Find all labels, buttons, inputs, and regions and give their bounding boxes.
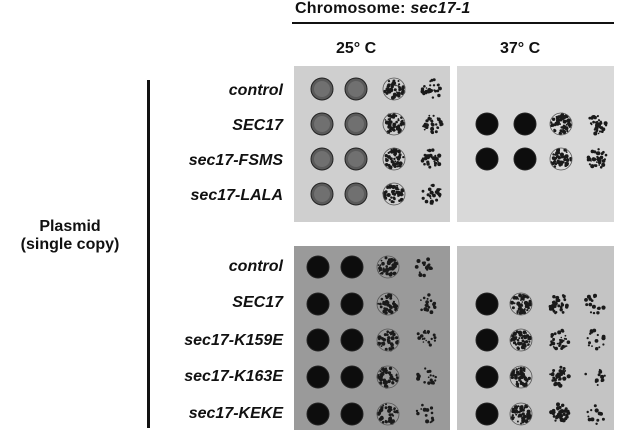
plate-group1-25c: [294, 66, 450, 222]
plasmid-label-line2: (single copy): [20, 236, 120, 253]
yeast-spot-colonies: [549, 365, 571, 388]
yeast-spot-colonies: [416, 367, 437, 385]
yeast-spot-colonies: [509, 328, 533, 352]
yeast-spot-colonies: [422, 114, 444, 135]
yeast-spot-colonies: [376, 292, 400, 316]
yeast-spot: [340, 402, 364, 426]
yeast-spot: [475, 147, 499, 171]
yeast-spot: [340, 365, 364, 389]
plate-group2-37c: [457, 246, 614, 430]
yeast-spot-colonies: [548, 294, 569, 315]
yeast-spot-colonies: [382, 182, 406, 206]
yeast-spot-center: [348, 151, 364, 167]
yeast-spot-center: [348, 81, 364, 97]
yeast-spot-colonies: [376, 365, 400, 389]
yeast-spot-center: [314, 151, 330, 167]
yeast-spot: [340, 255, 364, 279]
plate-group1-37c: [457, 66, 614, 222]
chromosome-rule: [292, 22, 614, 24]
yeast-spot: [306, 328, 330, 352]
yeast-spot-colonies: [420, 148, 442, 169]
temperature-25: 25° C: [336, 40, 377, 57]
yeast-spot: [513, 112, 537, 136]
yeast-spot-colonies: [420, 293, 437, 315]
row-label: control: [228, 258, 283, 275]
yeast-spot-colonies: [586, 328, 606, 351]
row-label: sec17-LALA: [190, 187, 283, 204]
yeast-spot-center: [348, 186, 364, 202]
yeast-spot-colonies: [382, 112, 406, 136]
row-label: sec17-FSMS: [188, 152, 283, 169]
yeast-spot-colonies: [549, 328, 571, 351]
yeast-spot: [475, 365, 499, 389]
chromosome-strain: sec17-1: [410, 0, 471, 17]
yeast-spot-colonies: [584, 368, 606, 386]
yeast-spot-center: [314, 186, 330, 202]
yeast-spot-colonies: [376, 328, 400, 352]
yeast-spot: [340, 292, 364, 316]
yeast-spot-colonies: [421, 183, 442, 205]
yeast-spot-colonies: [376, 255, 400, 279]
yeast-spot: [513, 147, 537, 171]
yeast-spot: [475, 328, 499, 352]
yeast-spot-center: [348, 116, 364, 132]
yeast-spot-colonies: [420, 78, 442, 99]
yeast-spot-colonies: [382, 147, 406, 171]
yeast-spot-colonies: [416, 329, 437, 347]
yeast-spot-colonies: [509, 402, 533, 426]
yeast-spot-center: [314, 81, 330, 97]
row-label: SEC17: [232, 117, 283, 134]
yeast-spot: [475, 292, 499, 316]
yeast-spot-colonies: [549, 147, 573, 171]
yeast-spot-colonies: [549, 112, 573, 136]
yeast-spot-colonies: [414, 257, 433, 278]
yeast-spot-colonies: [509, 365, 533, 389]
temperature-37: 37° C: [500, 40, 541, 57]
plasmid-label-line1: Plasmid: [39, 218, 101, 235]
row-label: sec17-K163E: [184, 368, 283, 385]
yeast-spot: [306, 292, 330, 316]
chromosome-title: Chromosome: sec17-1: [295, 0, 470, 18]
yeast-spot-colonies: [509, 292, 533, 316]
row-label: SEC17: [232, 294, 283, 311]
yeast-spot-colonies: [382, 77, 406, 101]
row-label: sec17-K159E: [184, 332, 283, 349]
yeast-spot-colonies: [376, 402, 400, 426]
plate-group2-25c: [294, 246, 450, 430]
plate-background: [457, 66, 614, 222]
plasmid-bracket: [147, 80, 150, 428]
yeast-spot: [306, 402, 330, 426]
row-label: control: [228, 82, 283, 99]
yeast-spot-colonies: [586, 404, 605, 425]
yeast-spot-colonies: [584, 293, 606, 315]
yeast-spot: [340, 328, 364, 352]
row-label: sec17-KEKE: [188, 405, 283, 422]
yeast-spot-colonies: [549, 402, 571, 423]
yeast-spot: [475, 112, 499, 136]
yeast-spot: [306, 365, 330, 389]
yeast-spot-center: [314, 116, 330, 132]
yeast-spot-colonies: [586, 148, 608, 169]
yeast-spot-colonies: [588, 115, 608, 136]
yeast-spot: [306, 255, 330, 279]
yeast-spot: [475, 402, 499, 426]
plasmid-label: Plasmid (single copy): [0, 218, 140, 254]
yeast-spot-colonies: [415, 403, 435, 424]
chromosome-prefix: Chromosome:: [295, 0, 411, 17]
